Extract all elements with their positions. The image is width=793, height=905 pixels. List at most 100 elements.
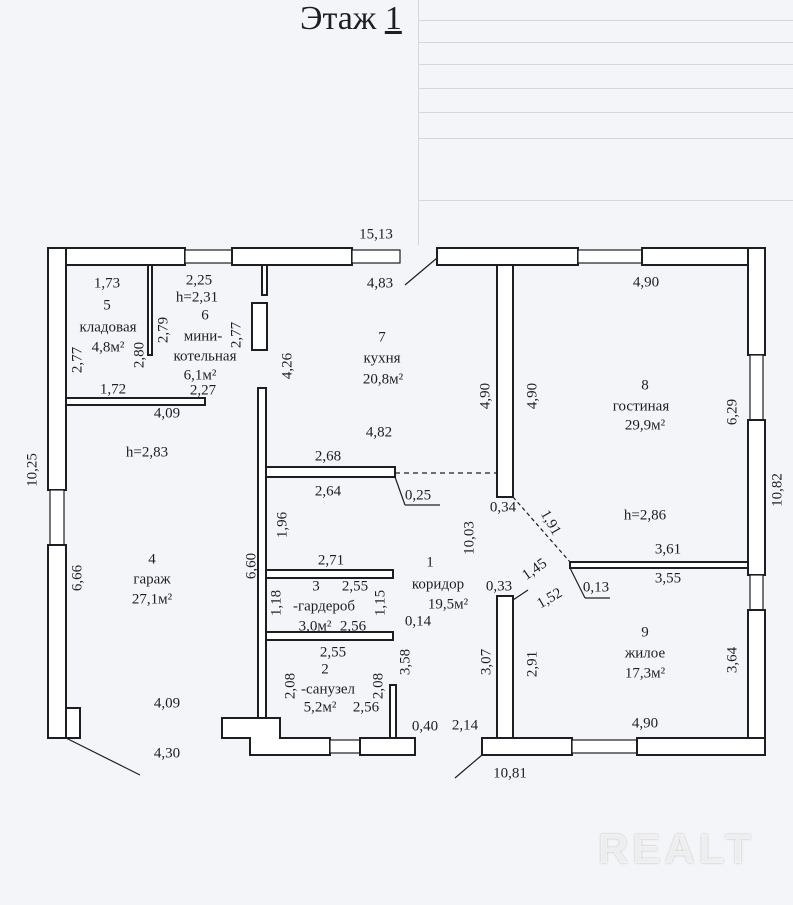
dimension: 1,73 <box>93 275 121 292</box>
dimension: 4,90 <box>632 274 660 291</box>
dimension: 0,14 <box>404 613 432 630</box>
dimension: 2,25 <box>185 272 213 289</box>
dimension: 2,77 <box>228 321 245 349</box>
dimension: 4,82 <box>365 424 393 441</box>
room-6-name-1: мини- <box>183 328 223 345</box>
wall <box>47 247 186 266</box>
room-3-area: 3,0м² <box>298 618 332 635</box>
dimension: 3,64 <box>724 646 741 674</box>
dimension: 2,55 <box>341 578 369 595</box>
room-6-number: 6 <box>201 307 209 324</box>
room-2-area: 5,2м² <box>303 699 337 716</box>
room-3-name: -гардероб <box>292 598 356 615</box>
dimension: 15,13 <box>359 226 393 243</box>
wall <box>47 544 67 739</box>
wall <box>65 707 81 739</box>
wall <box>569 561 749 569</box>
dimension: 10,81 <box>493 765 527 782</box>
wall <box>496 264 514 498</box>
room-8-number: 8 <box>641 377 649 394</box>
dimension: 2,56 <box>339 618 367 635</box>
dimension: 4,09 <box>153 405 181 422</box>
dimension: 2,91 <box>524 650 541 678</box>
wall <box>481 737 573 756</box>
room-1-number: 1 <box>426 554 434 571</box>
dimension: 1,15 <box>372 589 389 617</box>
dimension: 2,08 <box>370 672 387 700</box>
wall <box>359 737 416 756</box>
dimension: 2,68 <box>314 448 342 465</box>
dimension: 3,61 <box>654 541 682 558</box>
room-4-area: 27,1м² <box>131 591 173 608</box>
watermark-logo: REALT <box>598 825 755 872</box>
room-2-number: 2 <box>321 661 329 678</box>
dimension: 3,07 <box>478 648 495 676</box>
dimension: 2,14 <box>451 717 479 734</box>
room-8-area: 29,9м² <box>624 417 666 434</box>
room-4-number: 4 <box>148 551 156 568</box>
wall <box>265 466 396 478</box>
dimension: 10,82 <box>769 473 786 507</box>
wall <box>257 387 267 719</box>
room-7-number: 7 <box>378 329 386 346</box>
dimension: 2,08 <box>282 672 299 700</box>
window <box>351 249 401 264</box>
dimension: 0,25 <box>404 487 432 504</box>
wall <box>747 419 766 576</box>
faded-stamp-table <box>418 0 793 245</box>
room-6-area: 6,1м² <box>183 367 217 384</box>
dimension: 6,29 <box>724 398 741 426</box>
height-label: h=2,31 <box>175 289 219 306</box>
window <box>749 354 764 421</box>
height-label: h=2,83 <box>125 444 169 461</box>
dimension: 4,90 <box>631 715 659 732</box>
wall <box>231 247 353 266</box>
dimension: 4,30 <box>153 745 181 762</box>
dimension: 2,80 <box>131 341 148 369</box>
room-9-number: 9 <box>641 624 649 641</box>
wall <box>496 595 514 739</box>
wall <box>641 247 766 266</box>
dimension: 6,66 <box>69 564 86 592</box>
room-3-number: 3 <box>312 578 320 595</box>
dimension: 0,13 <box>582 579 610 596</box>
wall <box>47 247 67 491</box>
dimension: 4,09 <box>153 695 181 712</box>
floor-number: 1 <box>384 0 402 37</box>
page-title: Этаж 1 <box>300 0 402 38</box>
window <box>49 489 65 546</box>
wall <box>261 264 268 296</box>
height-label: h=2,86 <box>623 507 667 524</box>
room-1-name: коридор <box>411 576 465 593</box>
dimension: 2,64 <box>314 483 342 500</box>
dimension: 3,58 <box>397 648 414 676</box>
room-8-name: гостиная <box>612 398 670 415</box>
dimension: 10,03 <box>461 521 478 555</box>
wall <box>65 397 206 406</box>
room-2-name: -санузел <box>300 681 356 698</box>
room-9-name: жилое <box>624 645 666 662</box>
dimension: 4,83 <box>366 275 394 292</box>
dimension: 2,79 <box>155 316 172 344</box>
dimension: 2,77 <box>69 346 86 374</box>
dimension: 3,55 <box>654 570 682 587</box>
room-7-name: кухня <box>363 350 401 367</box>
dimension: 6,60 <box>243 552 260 580</box>
dimension: 2,27 <box>189 382 217 399</box>
window <box>577 249 643 264</box>
wall <box>265 569 394 579</box>
dimension: 2,55 <box>319 644 347 661</box>
room-6-name-2: котельная <box>173 348 237 365</box>
room-4-name: гараж <box>133 571 171 588</box>
dimension: 0,40 <box>411 718 439 735</box>
wall <box>436 247 579 266</box>
window <box>571 739 638 754</box>
dimension: 1,18 <box>268 589 285 617</box>
window <box>749 574 764 611</box>
room-9-area: 17,3м² <box>624 665 666 682</box>
boiler <box>251 302 268 351</box>
dimension: 0,33 <box>485 578 513 595</box>
room-5-area: 4,8м² <box>91 339 125 356</box>
wall <box>221 717 331 756</box>
